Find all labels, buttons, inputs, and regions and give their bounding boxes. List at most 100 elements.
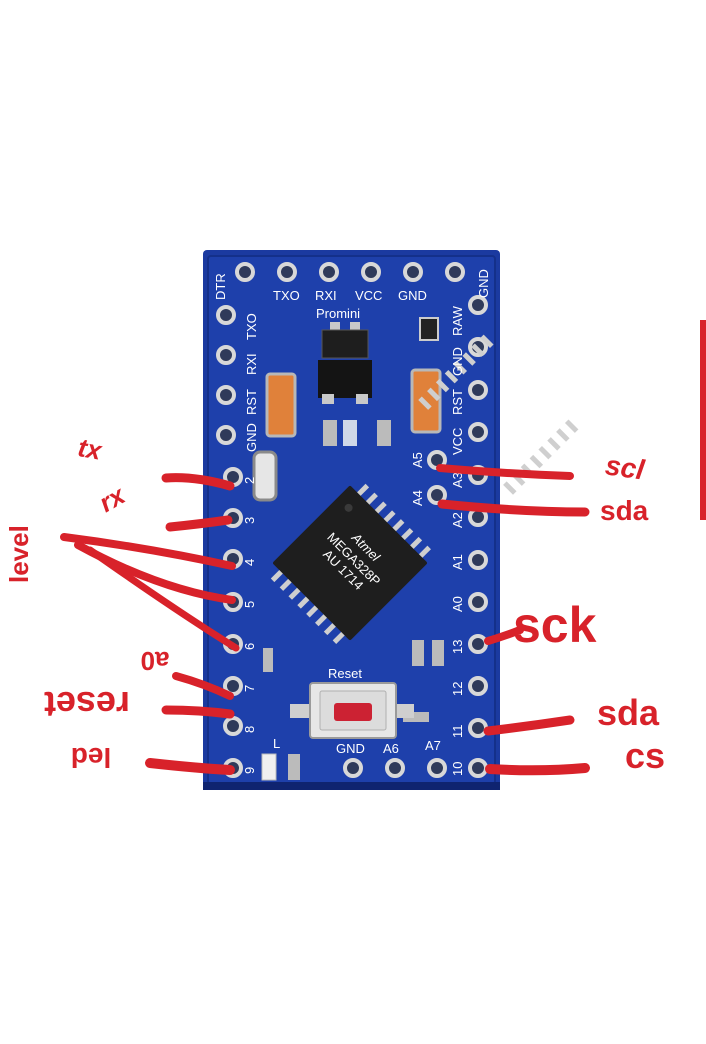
pad-dtr xyxy=(237,264,253,280)
label-model: Promini xyxy=(316,306,360,321)
label-13: 13 xyxy=(450,640,465,654)
label-rxi-top: RXI xyxy=(315,288,337,303)
label-txo-top: TXO xyxy=(273,288,300,303)
annotation-cs: cs xyxy=(625,735,665,776)
label-pin-7: 7 xyxy=(242,685,257,692)
label-11: 11 xyxy=(450,725,465,739)
label-a4: A4 xyxy=(410,490,425,506)
label-pin-6: 6 xyxy=(242,643,257,650)
label-rxi-left: RXI xyxy=(244,353,259,375)
pad-a7 xyxy=(429,760,445,776)
stroke-tx xyxy=(166,478,230,486)
crystal xyxy=(254,452,276,500)
chip-leg xyxy=(547,437,560,450)
label-pin-5: 5 xyxy=(242,601,257,608)
board-bottom-edge xyxy=(203,782,500,790)
label-txo-left: TXO xyxy=(244,313,259,340)
label-10: 10 xyxy=(450,762,465,776)
label-vcc-right: VCC xyxy=(450,428,465,455)
annotation-sda-top: sda xyxy=(600,495,649,526)
label-gnd-bottom: GND xyxy=(336,741,365,756)
smd-component xyxy=(432,640,444,666)
pad-left xyxy=(218,387,234,403)
label-gnd-top: GND xyxy=(398,288,427,303)
label-pin-3: 3 xyxy=(242,517,257,524)
arduino-pro-mini-board: Atmel MEGA328P AU 1714 DTR TXO RXI VCC G… xyxy=(203,250,590,790)
pad-rxi xyxy=(321,264,337,280)
label-gnd-corner: GND xyxy=(476,269,491,298)
label-pin-4: 4 xyxy=(242,559,257,566)
pad-gnd-bottom xyxy=(345,760,361,776)
label-a0: A0 xyxy=(450,596,465,612)
label-pin-9: 9 xyxy=(242,767,257,774)
label-raw: RAW xyxy=(450,305,465,336)
label-pin-8: 8 xyxy=(242,726,257,733)
pad-left xyxy=(225,718,241,734)
smd-component xyxy=(412,640,424,666)
status-led xyxy=(288,754,300,780)
smd-component xyxy=(377,420,391,446)
annotation-scl: scl xyxy=(603,449,647,485)
pad-right xyxy=(470,678,486,694)
bottom-pin-row xyxy=(345,760,445,776)
voltage-regulator xyxy=(318,322,372,404)
tantalum-capacitor xyxy=(267,374,295,436)
pad-left xyxy=(218,347,234,363)
annotation-sck: sck xyxy=(513,597,597,653)
pad-vcc xyxy=(363,264,379,280)
annotation-reset: reset xyxy=(44,684,130,725)
label-reset: Reset xyxy=(328,666,362,681)
label-a3: A3 xyxy=(450,472,465,488)
annotation-sda-bottom: sda xyxy=(597,692,660,733)
reset-button-cap xyxy=(334,703,372,721)
pad-right xyxy=(470,382,486,398)
stroke-sda-bottom xyxy=(488,720,570,731)
label-a2: A2 xyxy=(450,512,465,528)
edge-marker xyxy=(700,320,706,520)
power-led xyxy=(262,754,276,780)
label-vcc-top: VCC xyxy=(355,288,382,303)
label-12: 12 xyxy=(450,682,465,696)
annotation-a0: a0 xyxy=(141,646,170,676)
pad-txo xyxy=(279,264,295,280)
smd-component xyxy=(323,420,337,446)
annotation-level: level xyxy=(4,525,34,583)
pad-right xyxy=(470,720,486,736)
label-a7: A7 xyxy=(425,738,441,753)
label-a5: A5 xyxy=(410,452,425,468)
label-pin-2: 2 xyxy=(242,477,257,484)
pad-left xyxy=(218,307,234,323)
annotation-tx: tx xyxy=(76,432,105,466)
chip-leg xyxy=(538,446,551,459)
stroke-cs xyxy=(490,768,585,770)
smd-component xyxy=(263,648,273,672)
stroke-reset xyxy=(166,710,230,714)
label-gnd-left: GND xyxy=(244,423,259,452)
pad-right xyxy=(470,424,486,440)
pad-gnd xyxy=(405,264,421,280)
pad-right xyxy=(470,760,486,776)
chip-leg xyxy=(556,428,569,441)
pad-left xyxy=(218,427,234,443)
pad-right xyxy=(470,552,486,568)
smd-component xyxy=(420,318,438,340)
label-led: L xyxy=(273,736,280,751)
label-a6: A6 xyxy=(383,741,399,756)
chip-leg xyxy=(565,419,578,432)
annotation-led: led xyxy=(71,742,111,773)
annotation-rx: rx xyxy=(94,479,132,518)
chip-leg xyxy=(503,481,516,494)
pad-right xyxy=(470,297,486,313)
pad-a6 xyxy=(387,760,403,776)
pad-right xyxy=(470,594,486,610)
pad-gnd-corner xyxy=(447,264,463,280)
label-rst-right: RST xyxy=(450,389,465,415)
label-dtr: DTR xyxy=(213,273,228,300)
label-gnd-right: GND xyxy=(450,347,465,376)
pad-right xyxy=(470,636,486,652)
chip-leg xyxy=(530,455,543,468)
label-a1: A1 xyxy=(450,554,465,570)
label-rst-left: RST xyxy=(244,389,259,415)
smd-component xyxy=(343,420,357,446)
